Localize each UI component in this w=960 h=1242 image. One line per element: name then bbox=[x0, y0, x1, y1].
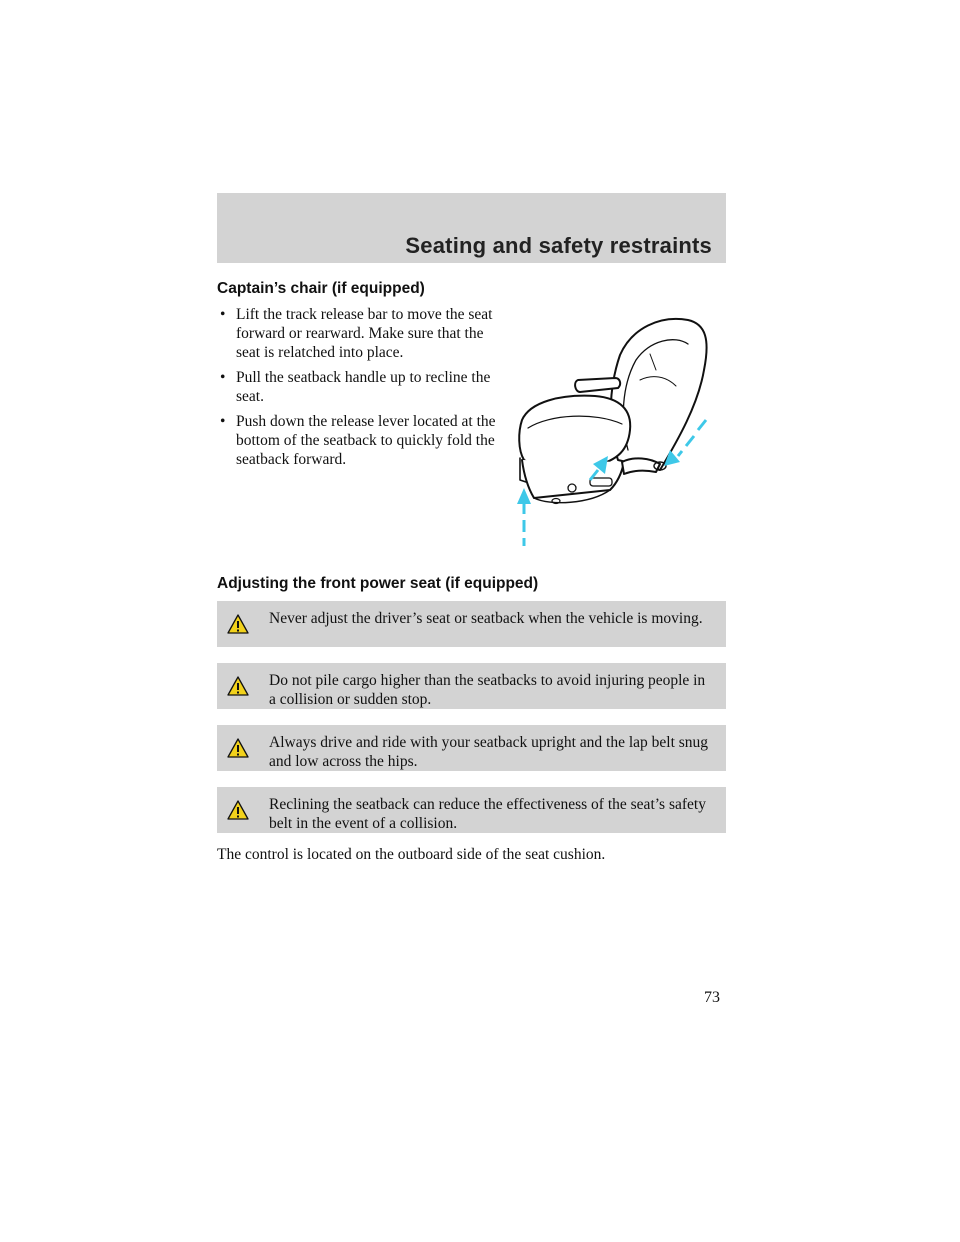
list-item: • Push down the release lever located at… bbox=[217, 412, 497, 469]
bullet-text: Push down the release lever located at t… bbox=[236, 413, 496, 468]
warning-text: Always drive and ride with your seatback… bbox=[269, 734, 709, 770]
warning-triangle-icon bbox=[227, 738, 249, 758]
warning-box: Do not pile cargo higher than the seatba… bbox=[217, 663, 726, 709]
warning-box: Always drive and ride with your seatback… bbox=[217, 725, 726, 771]
warning-triangle-icon bbox=[227, 676, 249, 696]
warning-box: Never adjust the driver’s seat or seatba… bbox=[217, 601, 726, 647]
bullet-mark: • bbox=[220, 369, 226, 386]
bullet-mark: • bbox=[220, 306, 226, 323]
list-item: • Lift the track release bar to move the… bbox=[217, 305, 497, 362]
page-title: Seating and safety restraints bbox=[405, 233, 712, 258]
warning-triangle-icon bbox=[227, 614, 249, 634]
bullet-mark: • bbox=[220, 413, 226, 430]
section-heading-power-seat: Adjusting the front power seat (if equip… bbox=[217, 575, 539, 592]
warning-text: Do not pile cargo higher than the seatba… bbox=[269, 672, 706, 708]
section-heading-captains-chair: Captain’s chair (if equipped) bbox=[217, 280, 425, 297]
page-number: 73 bbox=[704, 989, 720, 1006]
warning-text: Never adjust the driver’s seat or seatba… bbox=[269, 610, 703, 627]
header-band: Seating and safety restraints bbox=[217, 193, 726, 263]
bullet-list: • Lift the track release bar to move the… bbox=[217, 305, 497, 475]
captains-chair-illustration bbox=[517, 318, 708, 546]
bullet-text: Lift the track release bar to move the s… bbox=[236, 306, 493, 361]
list-item: • Pull the seatback handle up to recline… bbox=[217, 368, 497, 406]
warning-text: Reclining the seatback can reduce the ef… bbox=[269, 796, 706, 832]
bullet-text: Pull the seatback handle up to recline t… bbox=[236, 369, 491, 405]
body-paragraph: The control is located on the outboard s… bbox=[217, 846, 606, 863]
warning-triangle-icon bbox=[227, 800, 249, 820]
warning-box: Reclining the seatback can reduce the ef… bbox=[217, 787, 726, 833]
